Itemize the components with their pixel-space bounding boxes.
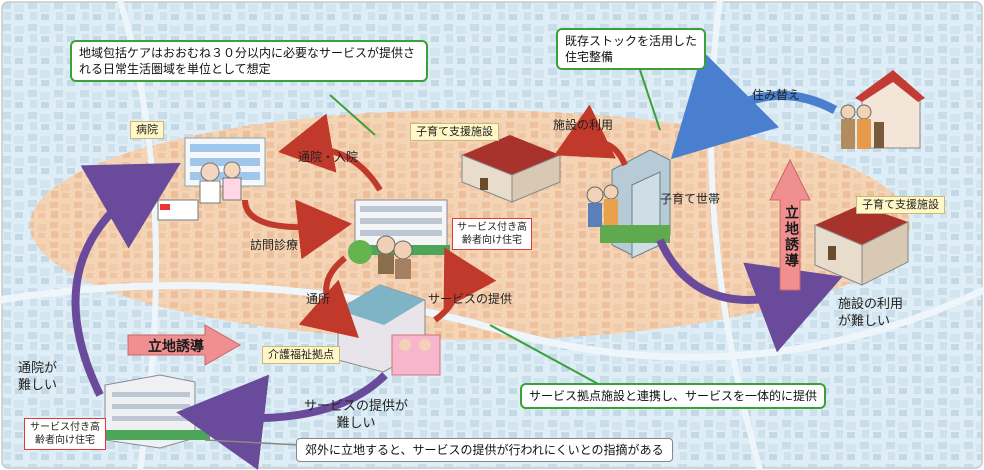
callout-suburb-note-text: 郊外に立地すると、サービスの提供が行われにくいとの指摘がある — [305, 443, 664, 457]
callout-suburb-note: 郊外に立地すると、サービスの提供が行われにくいとの指摘がある — [296, 438, 673, 462]
flow-day-care: 通所 — [306, 292, 331, 306]
flow-service-hard: サービスの提供が難しい — [303, 399, 408, 431]
arrow-service-provision — [433, 247, 497, 323]
arrow-facility-use-hard — [656, 238, 843, 353]
label-sakoju-suburb-text: サービス付き高齢者向け住宅 — [30, 422, 100, 446]
callout-integrated-service: サービス拠点施設と連携し、サービスを一体的に提供 — [520, 383, 827, 409]
arrow-facility-use — [554, 104, 628, 167]
arrow-visit-hospital — [278, 113, 383, 192]
childcare-building-center — [461, 135, 561, 203]
sakoju-suburb-building — [100, 374, 210, 449]
hospital-building — [184, 137, 266, 187]
label-childcare-center-right: 子育て支援施設 — [856, 196, 945, 214]
label-sakoju-central-text: サービス付き高齢者向け住宅 — [457, 222, 527, 246]
banner-location-guidance-right: 立地誘導 — [783, 205, 799, 269]
callout-existing-stock: 既存ストックを活用した住宅整備 — [556, 28, 706, 70]
arrow-day-care — [298, 255, 359, 338]
arrow-home-visit — [242, 199, 352, 260]
label-hospital: 病院 — [130, 121, 164, 139]
banner-location-guidance-left: 立地誘導 — [148, 339, 204, 355]
callout-integrated-service-text: サービス拠点施設と連携し、サービスを一体的に提供 — [529, 389, 818, 403]
child-household-towers — [600, 149, 671, 259]
callout-existing-stock-text: 既存ストックを活用した住宅整備 — [565, 34, 698, 64]
flow-child-household: 子育て世帯 — [660, 192, 721, 206]
label-care-base: 介護福祉拠点 — [262, 346, 340, 364]
label-childcare-center: 子育て支援施設 — [410, 123, 499, 141]
label-sakoju-central: サービス付き高齢者向け住宅 — [452, 218, 532, 250]
flow-facility-use-hard: 施設の利用が難しい — [838, 297, 904, 329]
banner-left-shape — [127, 324, 242, 366]
flow-facility-use: 施設の利用 — [553, 118, 614, 132]
care-welfare-building — [337, 284, 441, 376]
childcare-building-right — [814, 205, 909, 286]
callout-daily-living-area-text: 地域包括ケアはおおむね３０分以内に必要なサービスが提供される日常生活圏域を単位と… — [79, 46, 416, 76]
arrow-relocation — [670, 50, 838, 160]
callout-daily-living-area: 地域包括ケアはおおむね３０分以内に必要なサービスが提供される日常生活圏域を単位と… — [70, 40, 428, 82]
arrow-visit-hard — [71, 162, 181, 397]
flow-relocation: 住み替え — [752, 88, 801, 102]
arrow-service-hard — [176, 372, 388, 470]
flow-visit-hard: 通院が難しい — [18, 361, 58, 393]
banner-right-shape — [769, 158, 811, 291]
flow-home-visit: 訪問診療 — [250, 238, 299, 252]
flow-service-provision: サービスの提供 — [428, 292, 513, 306]
label-sakoju-suburb: サービス付き高齢者向け住宅 — [24, 418, 106, 450]
flow-visit-hospital: 通院・入院 — [298, 150, 359, 164]
